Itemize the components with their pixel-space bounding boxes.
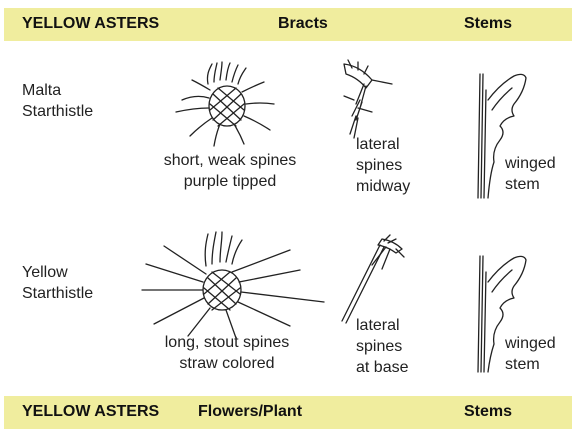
malta-spine-illustration — [338, 60, 398, 140]
species-name-malta: Malta Starthistle — [22, 80, 93, 122]
header-col-flowers-plant: Flowers/Plant — [198, 403, 302, 421]
yellow-spine-caption: lateral spines at base — [356, 315, 408, 378]
header-col-bracts: Bracts — [278, 15, 328, 33]
header-col-stems: Stems — [464, 403, 512, 421]
yellow-stem-caption: winged stem — [505, 333, 556, 375]
header-col-stems: Stems — [464, 15, 512, 33]
species-name-yellow: Yellow Starthistle — [22, 262, 93, 304]
header-bar-bottom: YELLOW ASTERS Flowers/Plant Stems — [4, 396, 572, 429]
yellow-bract-illustration — [140, 230, 330, 340]
header-title: YELLOW ASTERS — [22, 15, 159, 33]
malta-spine-caption: lateral spines midway — [356, 134, 410, 197]
yellow-spine-illustration — [338, 235, 408, 325]
malta-stem-caption: winged stem — [505, 153, 556, 195]
malta-bract-caption: short, weak spines purple tipped — [136, 150, 324, 192]
header-title: YELLOW ASTERS — [22, 403, 159, 421]
yellow-bract-caption: long, stout spines straw colored — [132, 332, 322, 374]
malta-bract-illustration — [160, 60, 310, 160]
header-bar-top: YELLOW ASTERS Bracts Stems — [4, 8, 572, 41]
